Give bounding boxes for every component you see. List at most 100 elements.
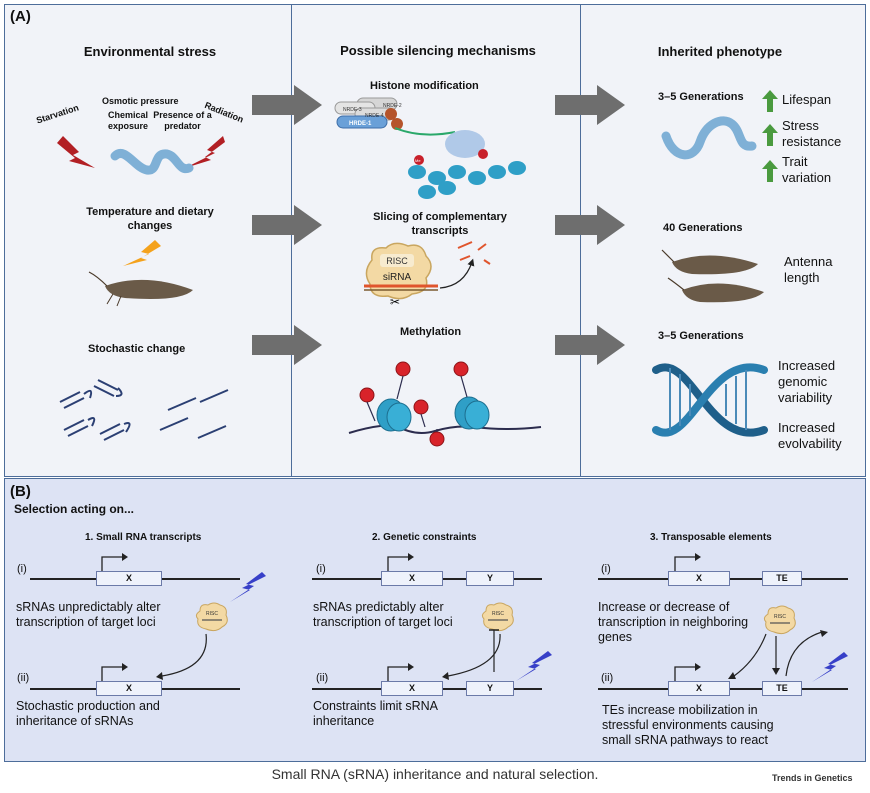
lightning-bolt-icon [123, 240, 161, 266]
stress-illustration [57, 136, 225, 175]
up-arrow-icon [762, 160, 778, 182]
heading-inherited-phenotype: Inherited phenotype [657, 44, 783, 59]
nucleosome-array-icon [408, 161, 526, 199]
nrde-4-label: NRDE-4 [365, 113, 384, 119]
column-silencing-mechanisms [292, 5, 581, 476]
gene-box-x: X [668, 681, 730, 696]
panel-b [4, 478, 866, 762]
promoter-arrow-icon [674, 663, 701, 681]
moth-phenotype-illustration [661, 249, 764, 303]
risc-label: RISC [386, 256, 408, 266]
risc-complex-icon: RISC [763, 605, 796, 635]
worm-phenotype-illustration [661, 116, 757, 160]
hrde-1-label: HRDE-1 [349, 121, 372, 127]
lightning-bolt-icon [57, 136, 95, 168]
section-transposable-elements-heading: 3. Transposable elements [650, 532, 772, 543]
panel-b-label: (B) [10, 483, 31, 500]
section-small-rna-heading: 1. Small RNA transcripts [85, 532, 202, 543]
methyl-mark-label: Me [415, 158, 421, 163]
generations-label-moth: 40 Generations [663, 222, 743, 234]
hairpin-rna-icon [59, 379, 131, 441]
dna-helix-icon [652, 363, 768, 437]
panel-b-title: Selection acting on... [14, 502, 135, 516]
section-2-top-roman: (i) [316, 563, 326, 575]
mechanism-histone-modification: Histone modification [370, 80, 479, 92]
gene-box-x: X [381, 571, 443, 586]
heading-silencing-mechanisms: Possible silencing mechanisms [340, 43, 536, 58]
promoter-arrow-icon [101, 663, 128, 681]
gene-box-x: X [96, 681, 162, 696]
section-genetic-constraints-heading: 2. Genetic constraints [372, 532, 477, 543]
arrow-right-icon [252, 205, 322, 245]
gene-box-x: X [96, 571, 162, 586]
polymerase-icon [445, 130, 485, 158]
single-strand-rna-icon [159, 389, 229, 439]
promoter-arrow-icon [387, 663, 414, 681]
gene-box-y: Y [466, 571, 514, 586]
methylation-illustration [348, 361, 542, 447]
worm-icon [110, 149, 194, 175]
section-3-top-roman: (i) [601, 563, 611, 575]
moth-icon [105, 279, 193, 299]
risc-complex-icon: RISC [195, 602, 228, 632]
gene-box-te: TE [762, 681, 802, 696]
figure-caption: Small RNA (sRNA) inheritance and natural… [271, 766, 599, 782]
inhibition-line-icon [489, 629, 499, 672]
svg-text:RISC: RISC [492, 611, 504, 617]
lightning-bolt-icon [185, 136, 225, 168]
up-arrow-icon [762, 124, 778, 146]
promoter-arrow-icon [674, 553, 701, 571]
moth-icon [672, 255, 758, 275]
srna-effect-arrow-icon [442, 633, 501, 680]
moth-icon [682, 283, 764, 303]
promoter-arrow-icon [101, 553, 128, 571]
te-effect-arrows-icon [728, 630, 828, 679]
lightning-bolt-icon [812, 652, 848, 682]
svg-text:RISC: RISC [206, 611, 218, 617]
arrow-right-icon [555, 85, 625, 125]
arrow-right-icon [252, 325, 322, 365]
worm-icon [661, 116, 757, 160]
sirna-label: siRNA [383, 272, 412, 283]
srna-effect-arrow-icon [156, 633, 207, 680]
stressor-stochastic-change: Stochastic change [88, 343, 186, 355]
risc-complex-icon: RISC [481, 602, 514, 632]
moth-temperature-illustration [88, 240, 193, 307]
section-1-bottom-roman: (ii) [17, 672, 30, 684]
column-environmental-stress [5, 5, 292, 476]
scissors-icon: ✂ [390, 295, 400, 309]
up-arrow-icon [762, 90, 778, 112]
arrow-right-icon [555, 205, 625, 245]
svg-text:RISC: RISC [774, 614, 786, 620]
lightning-bolt-icon [230, 572, 266, 602]
phenotype-lifespan: Lifespan [782, 92, 832, 107]
methyl-group-icon [359, 361, 469, 447]
slicing-illustration: RISC siRNA ✂ [364, 241, 491, 309]
generations-label-dna: 3–5 Generations [658, 330, 744, 342]
promoter-arrow-icon [387, 553, 414, 571]
gene-box-x: X [668, 571, 730, 586]
nrde-2-label: NRDE-2 [383, 103, 402, 109]
source-label: Trends in Genetics [772, 773, 853, 783]
stressor-osmotic-pressure: Osmotic pressure [102, 96, 179, 106]
mechanism-methylation: Methylation [400, 326, 462, 338]
lightning-bolt-icon [516, 651, 552, 681]
histone-modification-illustration: NRDE-2 NRDE-3 NRDE-4 HRDE-1 Me [334, 97, 526, 199]
nrde-3-label: NRDE-3 [343, 107, 362, 113]
generations-label-worm: 3–5 Generations [658, 91, 744, 103]
srna-fragments-illustration [59, 379, 229, 441]
section-3-bottom-roman: (ii) [601, 672, 614, 684]
panel-a-label: (A) [10, 8, 31, 25]
section-1-top-roman: (i) [17, 563, 27, 575]
